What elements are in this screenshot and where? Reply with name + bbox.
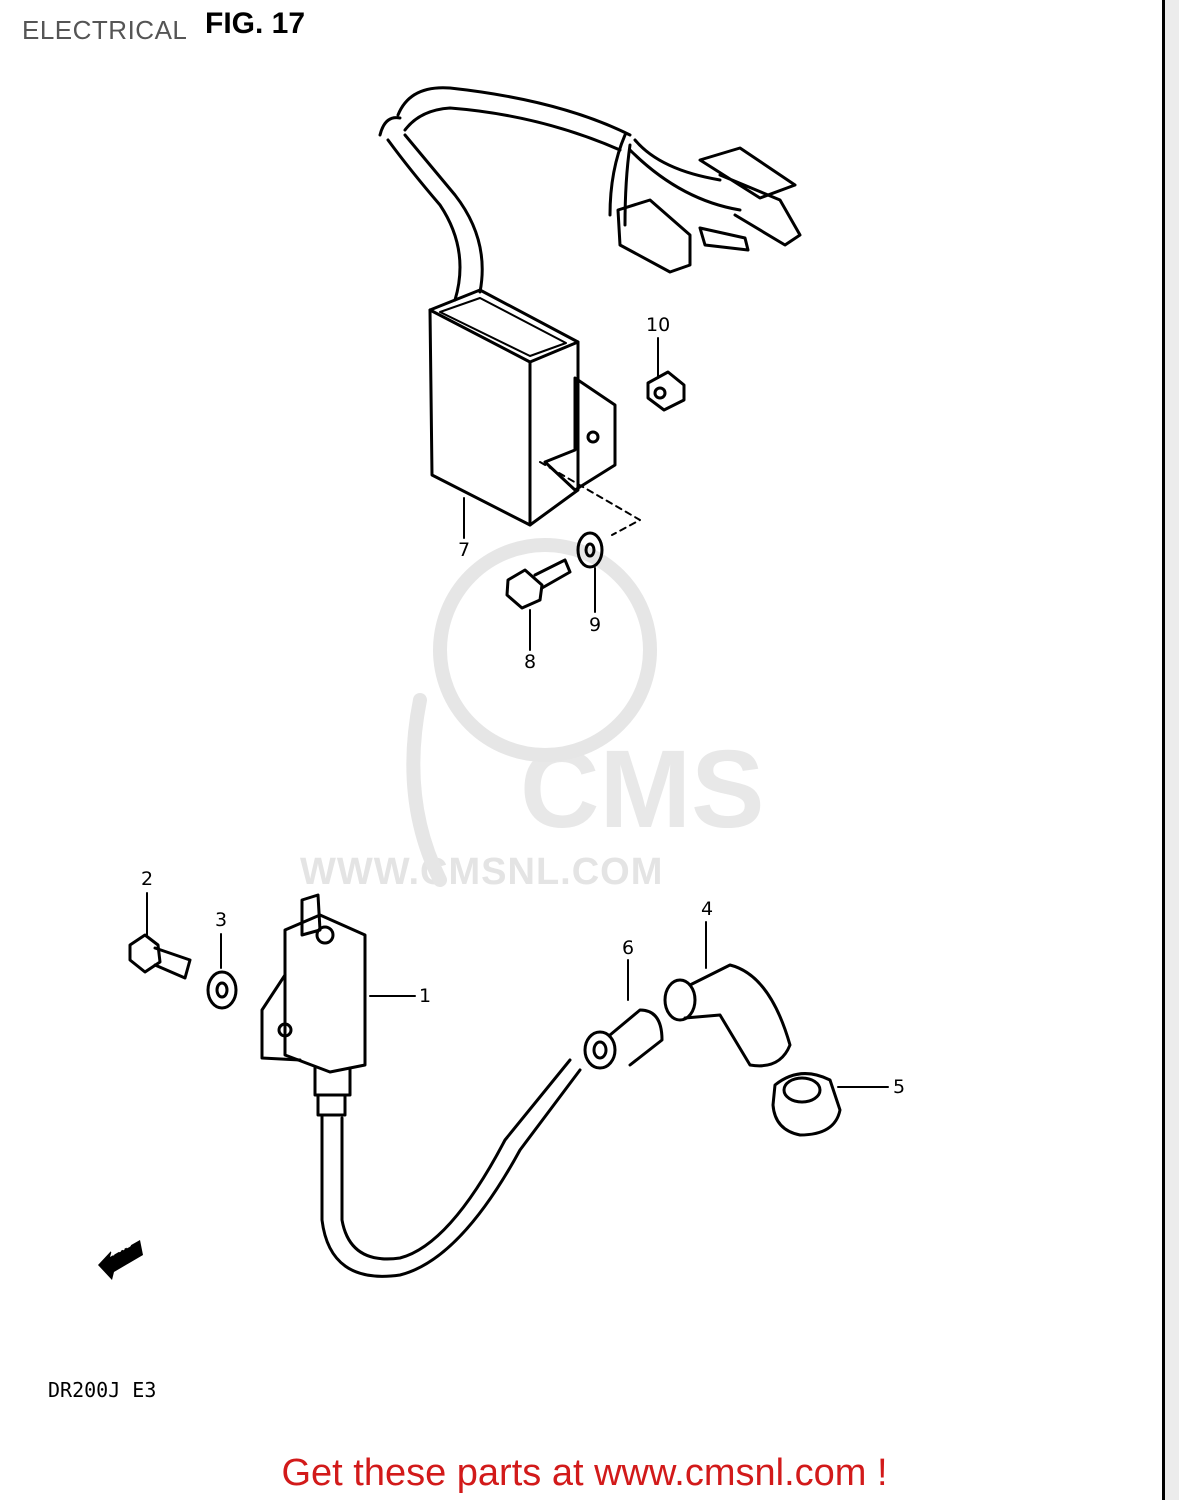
leader-lines (146, 337, 889, 1088)
cdi-unit (378, 86, 802, 527)
spark-plug-cap (663, 963, 792, 1068)
bolt (505, 558, 572, 610)
plug-cap-seal (583, 1008, 664, 1070)
figure-number: FIG. 17 (205, 7, 306, 40)
page-edge-bar (1165, 0, 1179, 1500)
watermark-mascot (406, 538, 657, 887)
section-title: ELECTRICAL (22, 15, 188, 45)
callout-1: 1 (419, 985, 432, 1007)
washer (576, 531, 604, 569)
callout-10: 10 (646, 314, 671, 336)
fwd-arrow-icon (98, 1240, 143, 1280)
watermark-url: WWW.CMSNL.COM (300, 851, 664, 893)
callout-8: 8 (524, 651, 537, 673)
callout-6: 6 (622, 937, 635, 959)
callout-4: 4 (701, 898, 714, 920)
bolt-2 (128, 933, 192, 980)
callout-3: 3 (215, 909, 228, 931)
ignition-coil (260, 893, 582, 1278)
callout-5: 5 (893, 1076, 906, 1098)
callout-9: 9 (589, 614, 602, 636)
washer-3 (206, 970, 238, 1010)
nut (646, 370, 686, 412)
callout-7: 7 (458, 539, 471, 561)
page-edge-line (1162, 0, 1165, 1500)
model-code: DR200J E3 (48, 1378, 157, 1402)
cap-seal (771, 1072, 842, 1137)
callout-2: 2 (141, 868, 154, 890)
footer-link[interactable]: Get these parts at www.cmsnl.com ! (281, 1452, 888, 1494)
